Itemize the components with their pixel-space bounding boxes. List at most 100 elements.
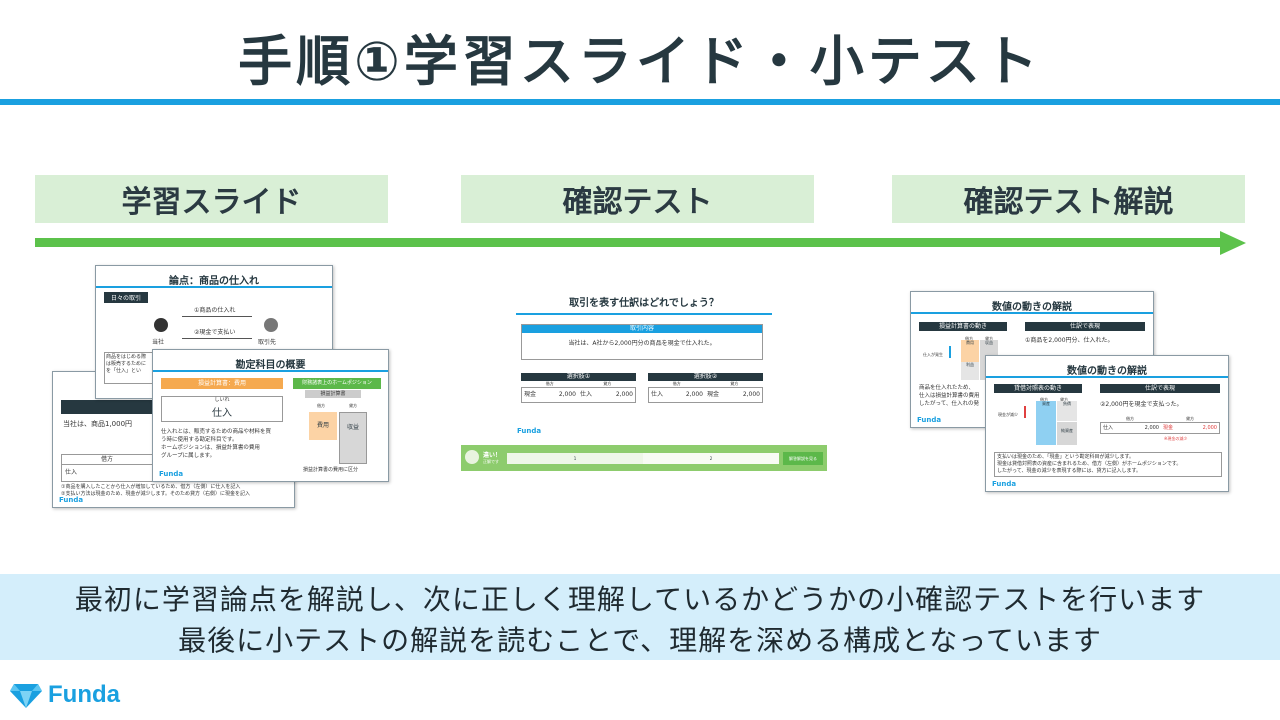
equity-block: 純資産 — [1057, 422, 1077, 445]
table-cell: 現金 — [707, 391, 720, 398]
stage-check-test: 確認テスト — [461, 175, 814, 223]
slide-title: 論点：商品の仕入れ — [169, 276, 259, 287]
box-body: 当社は、A社から2,000円分の商品を現金で仕入れた。 — [568, 340, 716, 347]
arrow-label: ②現金で支払い — [194, 329, 236, 336]
caption-line-2: 最後に小テストの解説を読むことで、理解を深める構成となっています — [178, 624, 1102, 657]
slide-logo: Funda — [159, 470, 184, 478]
slide-rule — [153, 370, 388, 372]
arrow-label: ①商品の仕入れ — [194, 307, 236, 314]
slide-thumb-account-overview: 勘定科目の概要 損益計算書：費用 財務諸表上のホームポジション しいれ 仕入 仕… — [152, 349, 389, 482]
answer-sub: 正解です — [483, 459, 499, 464]
debit-label: 借方 — [545, 381, 554, 386]
asset-block: 資産 — [1036, 401, 1056, 445]
brand-name: Funda — [48, 681, 120, 708]
right-person-label: 取引先 — [258, 339, 277, 346]
debit-label: 借方 — [965, 336, 973, 341]
brand-logo: Funda — [10, 681, 120, 709]
cost-block: 費用 — [309, 412, 337, 440]
slide-rule — [96, 286, 332, 288]
caption-line-1: 最初に学習論点を解説し、次に正しく理解しているかどうかの小確認テストを行います — [74, 583, 1206, 616]
table-cell: 仕入 — [65, 469, 78, 476]
choice-header: 選択肢① — [521, 373, 636, 381]
table-cell: 2,000 — [558, 391, 576, 398]
slide-logo: Funda — [59, 496, 84, 504]
slide-rule — [516, 313, 772, 315]
slide-text: 仕入れとは、販売するための商品や材料を買 う時に使用する勘定科目です。 ホームポ… — [161, 429, 272, 459]
credit-label: 貸方 — [349, 403, 357, 408]
account-box: しいれ 仕入 — [161, 396, 283, 422]
change-label: 現金が減少 — [998, 412, 1018, 417]
table-cell: 仕入 — [651, 391, 664, 398]
section-header: 仕訳で表現 — [1100, 384, 1220, 393]
step-text: ②2,000円を現金で支払った。 — [1100, 401, 1183, 408]
account-name: 仕入 — [212, 408, 232, 419]
answer-bar: 違い！ 正解です 1 2 解答解説を見る — [461, 445, 827, 471]
title-underline — [0, 99, 1280, 105]
slide-text: 商品を仕入れたため、 仕入は損益計算書の費用 したがって、仕入れの発 — [919, 385, 980, 407]
table-cell: 現金 — [524, 391, 537, 398]
person-icon — [264, 318, 278, 332]
choice-2-table: 選択肢② 借方 貸方 仕入 2,000 現金 2,000 — [648, 373, 763, 403]
slide-rule — [911, 312, 1153, 314]
credit-label: 貸方 — [985, 336, 993, 341]
table-cell: 2,000 — [1202, 425, 1217, 431]
table-cell: 仕入 — [1103, 425, 1114, 431]
person-icon — [154, 318, 168, 332]
change-label: 仕入が発生 — [923, 352, 943, 357]
credit-label: 貸方 — [1186, 416, 1194, 421]
diamond-icon — [10, 684, 42, 708]
table-cell: 仕入 — [580, 391, 593, 398]
stage-learning-slides: 学習スライド — [35, 175, 388, 223]
slide-notes: ①商品を購入したことから仕入が増加しているため、借方（左側）に仕入を記入 ②支払… — [61, 484, 250, 497]
caption-band — [0, 574, 1280, 660]
table-cell: 2,000 — [742, 391, 760, 398]
table-cell: 2,000 — [615, 391, 633, 398]
slide-title: 勘定科目の概要 — [235, 360, 306, 371]
choice-1-table: 選択肢① 借方 貸方 現金 2,000 仕入 2,000 — [521, 373, 636, 403]
explanation-button: 解答解説を見る — [783, 452, 823, 465]
table-cell: 2,000 — [1144, 425, 1159, 431]
journal-table: 借方 仕入 — [61, 454, 153, 482]
profit-block: 利益 — [961, 362, 979, 380]
choice-1-button: 1 — [507, 453, 643, 464]
choice-2-button: 2 — [643, 453, 779, 464]
step-text: ①商品を2,000円分、仕入れた。 — [1025, 337, 1114, 344]
arrow-up-icon — [949, 346, 951, 358]
slide-thumb-quiz: 取引を表す仕訳はどれでしょう？ 取引内容 当社は、A社から2,000円分の商品を… — [461, 283, 827, 473]
pl-label: 損益計算書 — [305, 390, 361, 398]
arrow-down-icon — [1024, 406, 1026, 418]
credit-label: 貸方 — [1060, 397, 1068, 402]
box-header: 取引内容 — [522, 325, 762, 333]
stage-label: 確認テスト解説 — [963, 185, 1174, 220]
account-ruby: しいれ — [214, 397, 230, 403]
debit-label: 借方 — [1040, 397, 1048, 402]
debit-label: 借方 — [317, 403, 325, 408]
stage-label: 学習スライド — [121, 185, 302, 220]
section-header: 損益計算書の動き — [919, 322, 1007, 331]
liability-block: 負債 — [1057, 401, 1077, 421]
revenue-block: 収益 — [339, 412, 367, 464]
slide-thumb-bs-explanation: 数値の動きの解説 貸借対照表の動き 仕訳で表現 現金が減少 借方 貸方 資産 負… — [985, 355, 1229, 492]
stage-test-explanation: 確認テスト解説 — [892, 175, 1245, 223]
section-header: 財務諸表上のホームポジション — [293, 378, 381, 389]
debit-label: 借方 — [1126, 416, 1134, 421]
slide-logo: Funda — [517, 427, 542, 435]
stage-label: 確認テスト — [562, 185, 713, 220]
left-person-label: 当社 — [152, 339, 165, 346]
section-header: 仕訳で表現 — [1025, 322, 1145, 331]
debit-label: 借方 — [672, 381, 681, 386]
slide-logo: Funda — [992, 480, 1017, 488]
slide-text: 支払いは現金のため、「現金」という勘定科目が減少します。 現金は貸借対照表の資産… — [994, 452, 1222, 477]
slide-footer-text: 損益計算書の費用に区分 — [303, 467, 359, 473]
table-header: 借方 — [62, 455, 152, 465]
red-note: ※現金の減少 — [1164, 436, 1188, 441]
slide-title: 取引を表す仕訳はどれでしょう？ — [569, 298, 719, 309]
table-cell: 2,000 — [685, 391, 703, 398]
slide-text: 当社は、商品1,000円 — [63, 420, 133, 428]
section-header: 損益計算書：費用 — [161, 378, 283, 389]
section-header: 貸借対照表の動き — [994, 384, 1082, 393]
credit-label: 貸方 — [730, 381, 739, 386]
slide-rule — [986, 376, 1228, 378]
flow-arrow-line — [35, 238, 1225, 247]
mascot-icon — [465, 450, 479, 464]
